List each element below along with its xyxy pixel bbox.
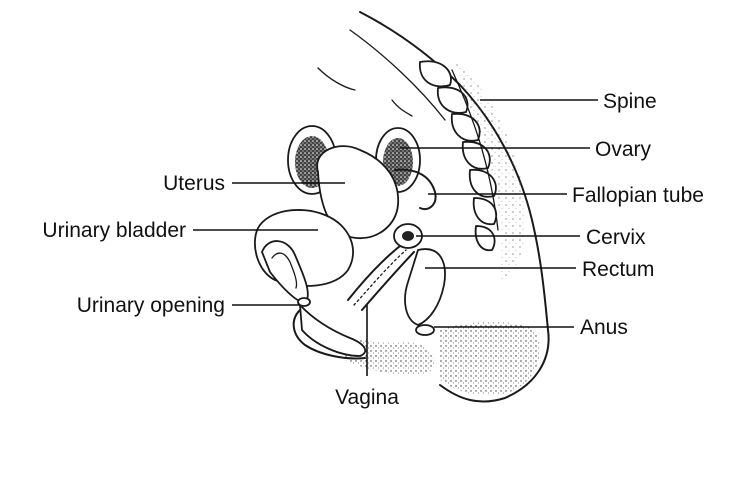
anal-opening xyxy=(416,325,434,335)
vessel-mark xyxy=(318,68,355,90)
label-urinary-opening: Urinary opening xyxy=(77,294,225,317)
spine-column xyxy=(420,61,498,250)
label-fallopian-tube: Fallopian tube xyxy=(572,184,704,207)
label-vagina: Vagina xyxy=(335,386,399,409)
label-spine: Spine xyxy=(603,90,657,113)
label-rectum: Rectum xyxy=(582,258,654,281)
label-uterus: Uterus xyxy=(163,172,225,195)
label-anus: Anus xyxy=(580,316,628,339)
illustration xyxy=(255,12,549,402)
buttock-shading xyxy=(440,322,540,395)
vessel-mark-2 xyxy=(392,100,412,116)
back-tissue xyxy=(455,60,526,285)
cervix-os xyxy=(402,231,414,241)
label-urinary-bladder: Urinary bladder xyxy=(42,219,186,242)
label-cervix: Cervix xyxy=(586,226,646,249)
rectum xyxy=(405,249,445,325)
vagina-canal xyxy=(348,246,400,300)
label-ovary: Ovary xyxy=(595,138,652,161)
